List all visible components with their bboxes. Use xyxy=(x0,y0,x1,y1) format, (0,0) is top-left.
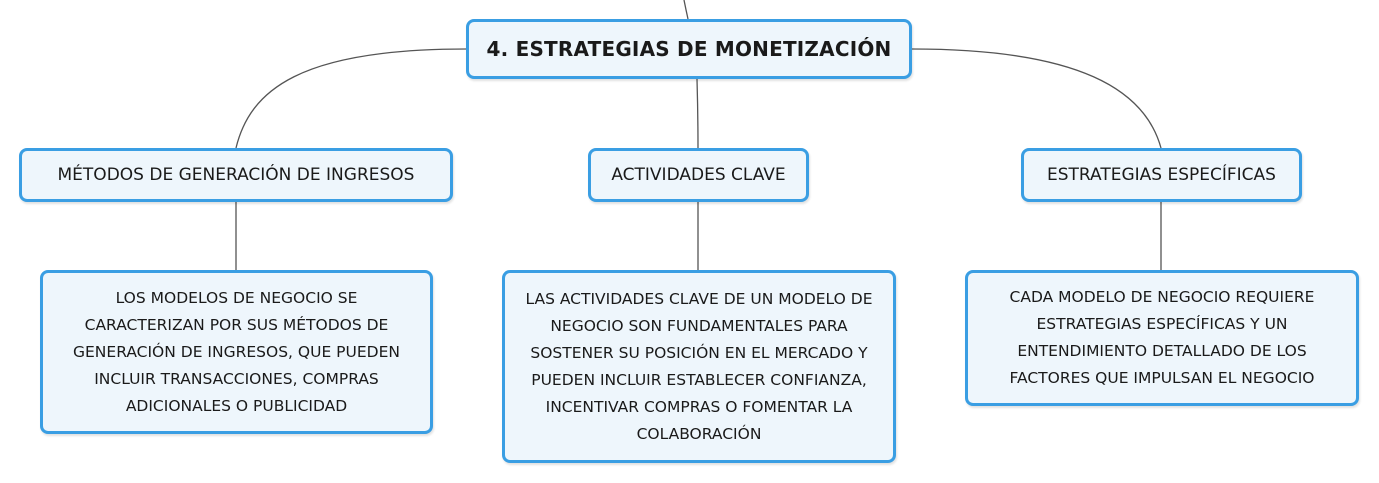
detail-node-text: LAS ACTIVIDADES CLAVE DE UN MODELO DE NE… xyxy=(525,289,873,443)
detail-node-estrategias[interactable]: CADA MODELO DE NEGOCIO REQUIERE ESTRATEG… xyxy=(965,270,1359,406)
connector-parent-to-root xyxy=(683,0,689,20)
detail-node-text: CADA MODELO DE NEGOCIO REQUIERE ESTRATEG… xyxy=(1009,288,1315,387)
detail-node-metodos[interactable]: LOS MODELOS DE NEGOCIO SE CARACTERIZAN P… xyxy=(40,270,433,434)
root-node-title: 4. ESTRATEGIAS DE MONETIZACIÓN xyxy=(486,37,892,61)
connector-root-to-branch-2 xyxy=(696,78,699,149)
branch-node-metodos[interactable]: MÉTODOS DE GENERACIÓN DE INGRESOS xyxy=(19,148,453,202)
detail-node-text: LOS MODELOS DE NEGOCIO SE CARACTERIZAN P… xyxy=(73,288,400,415)
connector-root-to-branch-3 xyxy=(911,48,1162,149)
branch-node-label: ACTIVIDADES CLAVE xyxy=(611,165,786,185)
detail-node-actividades[interactable]: LAS ACTIVIDADES CLAVE DE UN MODELO DE NE… xyxy=(502,270,896,463)
branch-node-actividades[interactable]: ACTIVIDADES CLAVE xyxy=(588,148,809,202)
branch-node-estrategias[interactable]: ESTRATEGIAS ESPECÍFICAS xyxy=(1021,148,1302,202)
branch-node-label: ESTRATEGIAS ESPECÍFICAS xyxy=(1047,165,1276,185)
connector-root-to-branch-1 xyxy=(235,48,467,149)
branch-node-label: MÉTODOS DE GENERACIÓN DE INGRESOS xyxy=(57,165,415,185)
root-node[interactable]: 4. ESTRATEGIAS DE MONETIZACIÓN xyxy=(466,19,912,79)
